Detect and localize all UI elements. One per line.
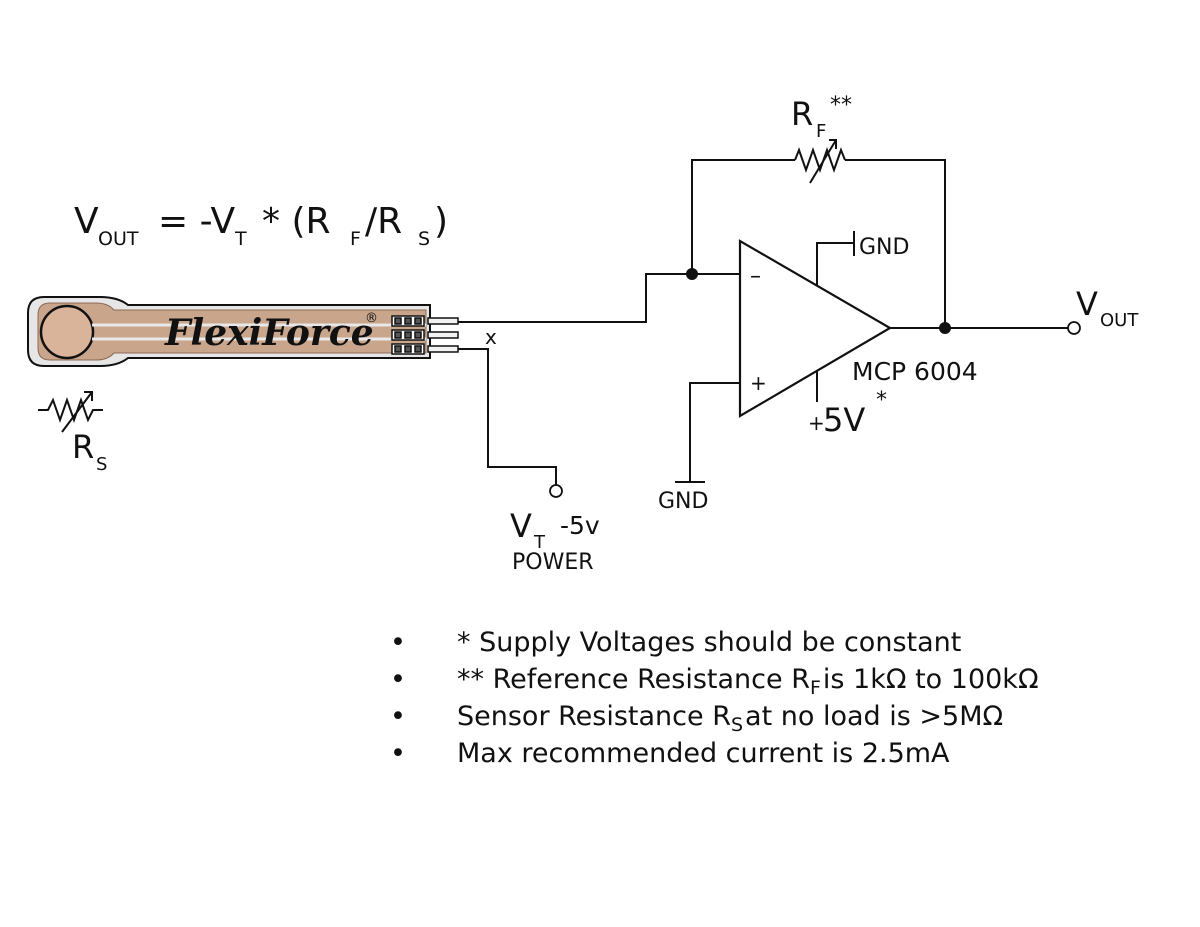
sensor-brand: FlexiForce	[164, 312, 374, 354]
ground-bottom-label: GND	[658, 489, 708, 514]
note-text: Max recommended current is 2.5mA	[457, 738, 950, 769]
note-bullet: •	[390, 664, 406, 695]
power-terminal: V T -5v POWER	[510, 484, 600, 575]
formula-vout: V	[74, 201, 99, 242]
note-item: • ** Reference Resistance RFis 1kΩ to 10…	[390, 661, 1039, 699]
junction-dot-input	[686, 268, 698, 280]
formula-eq-2: * (R	[262, 201, 331, 242]
formula-rf-sub: F	[350, 228, 361, 250]
ground-top: GND	[853, 231, 909, 260]
note-bullet: •	[390, 701, 406, 732]
note-text: Sensor Resistance R	[457, 701, 731, 732]
rf-label-sup: **	[830, 93, 852, 118]
note-item: • * Supply Voltages should be constant	[390, 624, 1039, 661]
note-bullet: •	[390, 627, 406, 658]
output-label-sub: OUT	[1100, 310, 1139, 331]
formula-vt-sub: T	[234, 228, 247, 250]
sensor-pins	[427, 317, 459, 353]
formula-rs-sub: S	[418, 228, 430, 250]
sensor-connector-pads	[391, 315, 425, 355]
supply-label-sup: *	[876, 388, 887, 413]
note-subscript: F	[809, 677, 821, 699]
power-value: -5v	[560, 511, 600, 540]
note-text: * Supply Voltages should be constant	[457, 627, 962, 658]
sensor-resistor-symbol: R S	[38, 391, 107, 475]
note-item: • Sensor Resistance RSat no load is >5MΩ	[390, 698, 1039, 736]
note-text: at no load is >5MΩ	[745, 701, 1004, 732]
rs-label-sub: S	[96, 454, 107, 475]
power-label: POWER	[512, 550, 594, 575]
formula-eq-4: )	[434, 201, 448, 242]
rs-label: R	[72, 428, 94, 466]
sensor-registered-mark: ®	[365, 311, 378, 326]
notes-list: • * Supply Voltages should be constant •…	[390, 624, 1039, 772]
rf-label-sub: F	[816, 121, 826, 142]
op-amp-minus: –	[750, 264, 761, 289]
junction-dot-output	[939, 322, 951, 334]
formula-vout-sub: OUT	[98, 228, 139, 250]
ground-top-label: GND	[859, 235, 909, 260]
supply-prefix: +	[808, 411, 825, 435]
gain-formula: V OUT = -V T * (R F /R S )	[74, 201, 448, 250]
no-connect-mark: x	[485, 325, 497, 349]
power-vt-label: V	[510, 507, 532, 545]
formula-eq-1: = -V	[158, 201, 235, 242]
note-subscript: S	[730, 714, 744, 736]
power-vt-sub: T	[533, 532, 546, 553]
ground-bottom: GND	[658, 481, 708, 514]
output-label: V	[1076, 285, 1098, 323]
op-amp-triangle	[738, 239, 893, 418]
op-amp: – + MCP 6004	[738, 239, 978, 418]
sensor-conductive-area	[37, 302, 427, 361]
note-item: • Max recommended current is 2.5mA	[390, 735, 1039, 772]
op-amp-plus: +	[750, 371, 767, 395]
flexiforce-sensor: FlexiForce ®	[27, 296, 459, 367]
rf-label: R	[791, 95, 813, 133]
note-bullet: •	[390, 738, 406, 769]
positive-supply: + 5V *	[808, 388, 887, 439]
feedback-resistor: R F **	[791, 93, 852, 184]
sensor-sensing-disc	[39, 304, 95, 360]
note-text: ** Reference Resistance R	[457, 664, 810, 695]
formula-eq-3: /R	[365, 201, 402, 242]
note-text: is 1kΩ to 100kΩ	[822, 664, 1039, 695]
supply-label: 5V	[823, 401, 865, 439]
output-terminal: V OUT	[1067, 285, 1139, 335]
op-amp-part: MCP 6004	[852, 357, 978, 386]
